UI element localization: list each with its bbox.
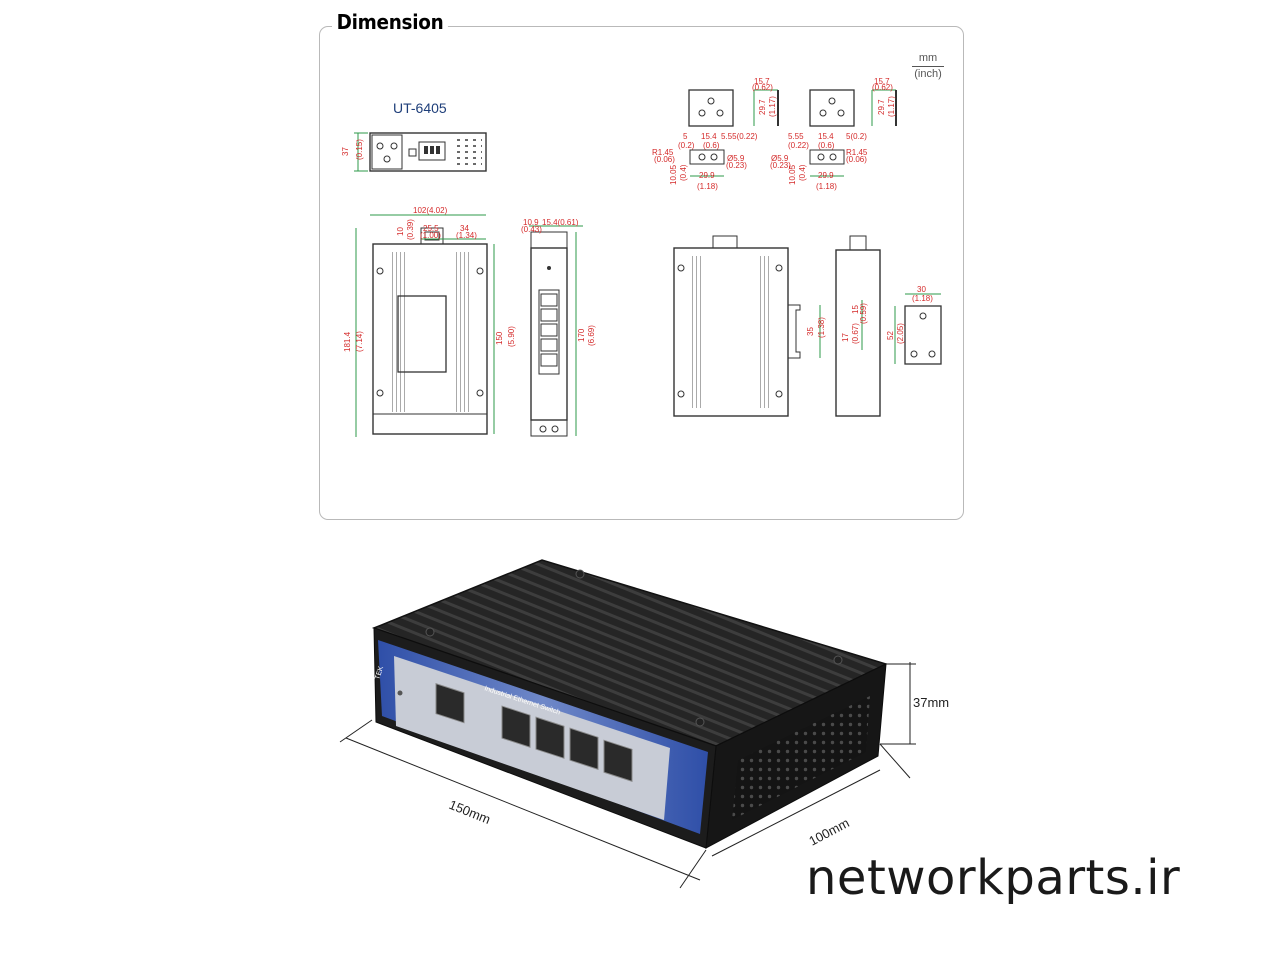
dim-holes-b-2: 15.4 [818,132,834,141]
model-label: UT-6405 [393,100,447,116]
dim-front-body-h: 150 [495,331,504,345]
dim-side-w1-in: (0.43) [521,225,542,234]
dim-radius-2: R1.45 [846,148,868,157]
dim-side-w1: 10.9 [523,218,539,227]
dim-rail-w-in: (1.18) [912,294,933,303]
top-view: 37 (0.15) [341,132,487,172]
hole-plate-left: 5 (0.2) 15.4 (0.6) 5.55(0.22) R1.45 (0.0… [652,132,758,191]
dim-rail-w: 30 [917,285,926,294]
dim-hole-w: 29.9 [699,171,715,180]
dim-rail-h: 35 [806,327,815,336]
dim-radius-in: (0.06) [654,155,675,164]
dimension-panel [319,26,964,520]
dim-hole-h-2: 10.05 [788,164,797,185]
dim-holes-c2-in: (0.22) [788,141,809,150]
dim-hole-w-in-2: (1.18) [816,182,837,191]
hole-plate-right: 5.55 (0.22) 15.4 (0.6) 5(0.2) Ø5.9 (0.23… [770,132,868,191]
dim-front-w3-in: (1.34) [456,231,477,240]
dim-hole-w-2: 29.9 [818,171,834,180]
dim-clip-h-2: 29.7 [877,99,886,115]
dim-holes-c: 5.55(0.22) [721,132,758,141]
dim-front-total-h-in: (7.14) [355,331,364,352]
rj45-port [535,716,565,759]
clip-detail-left: 15.7 (0.62) 29.7 (1.17) [688,77,779,127]
dim-dia-in-2: (0.23) [770,161,791,170]
dim-clip-w-2: 15.7 [874,77,890,86]
dim-clip-h-in: (1.17) [768,96,777,117]
dim-dia-in: (0.23) [726,161,747,170]
dim-front-w3: 34 [460,224,469,233]
dim-dia-2: Ø5.9 [771,154,789,163]
side-view-rear: 15 (0.59) 17 (0.67) [835,235,881,417]
faceplate-brand: TEK [374,665,385,680]
dim-front-w2-in: (1.00) [420,231,441,240]
dim-holes-c2: 5.55 [788,132,804,141]
dim-front-body-h-in: (5.90) [507,326,516,347]
dim-front-w1-in: (0.39) [406,219,415,240]
unit-primary: mm [918,52,938,64]
dim-front-width: 102(4.02) [413,206,448,215]
dim-radius: R1.45 [652,148,674,157]
front-view: 102(4.02) 10 (0.39) 25.5 (1.00) 34 (1.34… [343,206,516,437]
dim-hole-h: 10.05 [669,164,678,185]
dim-clip-w-in: (0.62) [752,83,773,92]
din-rail-clip: 30 (1.18) 52 (2.05) [886,285,942,365]
dim-dia: Ø5.9 [727,154,745,163]
rj45-port [435,683,465,724]
width-label: 100mm [806,815,851,849]
watermark-brand: networkparts.ir [806,850,1181,906]
unit-legend: mm (inch) [908,52,948,81]
dim-top-height-in: (0.15) [355,139,364,160]
dim-depth-a: 15 [851,305,860,314]
dim-clip-w: 15.7 [754,77,770,86]
dim-clip-h: 29.7 [758,99,767,115]
dim-rail-h-in: (1.38) [817,317,826,338]
rj45-port [501,705,531,748]
dim-rail-len-in: (2.05) [896,323,905,344]
dim-hole-h-in: (0.4) [679,164,688,181]
dim-depth-a-in: (0.59) [859,303,868,324]
dim-holes-b-in: (0.6) [703,141,720,150]
rj45-port [569,727,599,770]
panel-title: Dimension [332,10,449,34]
unit-separator [912,66,944,67]
dim-depth-b: 17 [841,333,850,342]
dim-holes-b: 15.4 [701,132,717,141]
dim-holes-a2: 5(0.2) [846,132,867,141]
unit-secondary: (inch) [914,68,942,80]
dim-holes-b-in-2: (0.6) [818,141,835,150]
side-view-ports: 10.9 (0.43) 15.4(0.61) 170 (6.69) [521,218,596,437]
dim-hole-h-in-2: (0.4) [798,164,807,181]
dim-front-total-h: 181.4 [343,331,352,352]
dim-radius-in-2: (0.06) [846,155,867,164]
rear-view: 35 (1.38) [673,235,826,417]
photo-dimensions [339,662,916,889]
dim-holes-a: 5 [683,132,688,141]
dim-top-height: 37 [341,147,350,156]
dim-clip-h-in-2: (1.17) [887,96,896,117]
dim-clip-w-in-2: (0.62) [872,83,893,92]
rj45-port [603,739,633,783]
dim-rail-len: 52 [886,331,895,340]
dim-side-w2: 15.4(0.61) [542,218,579,227]
clip-detail-right: 15.7 (0.62) 29.7 (1.17) [809,77,897,127]
dim-front-w2: 25.5 [423,224,439,233]
rj45-ports [435,683,633,783]
dim-side-h: 170 [577,328,586,342]
height-label: 37mm [913,695,949,710]
length-label: 150mm [447,797,493,827]
dim-holes-a-in: (0.2) [678,141,695,150]
dim-depth-b-in: (0.67) [851,323,860,344]
dim-front-w1: 10 [396,227,405,236]
dim-side-h-in: (6.69) [587,325,596,346]
dim-hole-w-in: (1.18) [697,182,718,191]
